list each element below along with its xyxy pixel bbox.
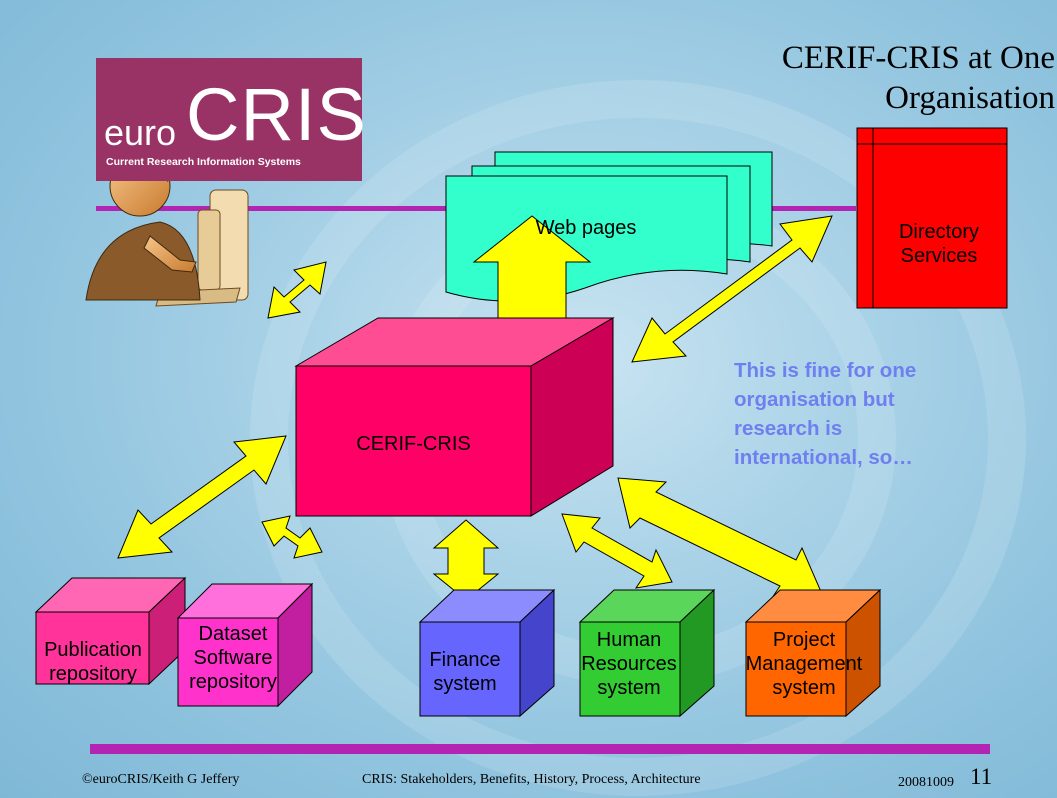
project-system-label: Project Management system xyxy=(724,628,884,700)
footer-subject: CRIS: Stakeholders, Benefits, History, P… xyxy=(362,772,701,787)
project-label-line-1: Project xyxy=(772,629,836,651)
title-line-1: CERIF-CRIS at One xyxy=(781,40,1055,76)
publication-repository-label: Publication repository xyxy=(18,638,168,686)
arrow-user xyxy=(267,261,327,319)
hr-system-label: Human Resources system xyxy=(564,628,694,700)
hr-system-node xyxy=(578,588,716,718)
footer-copyright: ©euroCRIS/Keith G Jeffery xyxy=(82,772,240,787)
directory-label-line-1: Directory xyxy=(898,221,979,243)
cerif-cris-label: CERIF-CRIS xyxy=(356,433,471,455)
arrow-publication xyxy=(117,435,287,559)
dataset-repository-node xyxy=(176,582,314,708)
logo-text-euro: euro xyxy=(104,112,177,153)
finance-label-line-2: system xyxy=(433,673,497,695)
arrow-dataset xyxy=(261,515,323,559)
publication-label-line-1: Publication xyxy=(44,639,142,661)
eurocris-logo: euro CRIS Current Research Information S… xyxy=(96,58,366,181)
publication-repository-node xyxy=(34,576,187,686)
project-system-node xyxy=(744,588,882,718)
slide-title: CERIF-CRIS at One Organisation xyxy=(782,38,1055,118)
finance-system-label: Finance system xyxy=(410,648,520,696)
note-line-4: international, so… xyxy=(734,446,913,469)
note-line-1: This is fine for one xyxy=(734,359,917,382)
finance-label-line-1: Finance xyxy=(429,649,501,671)
dataset-label-line-2: Software xyxy=(193,647,273,669)
directory-services-label: Directory Services xyxy=(874,220,1004,268)
arrow-directory xyxy=(631,215,833,363)
footer-rule xyxy=(90,744,990,754)
hr-label-line-3: system xyxy=(597,677,661,699)
directory-label-line-2: Services xyxy=(900,245,978,267)
dataset-label-line-1: Dataset xyxy=(198,623,268,645)
publication-label-line-2: repository xyxy=(49,663,137,685)
logo-text-cris: CRIS xyxy=(186,73,367,156)
note-line-2: organisation but xyxy=(734,388,895,411)
dataset-label-line-3: repository xyxy=(189,671,277,693)
note-text: This is fine for one organisation but re… xyxy=(734,356,1014,472)
note-line-3: research is xyxy=(734,417,843,440)
person-computer-illustration xyxy=(85,149,249,307)
finance-system-node xyxy=(418,588,556,718)
title-line-2: Organisation xyxy=(885,80,1055,116)
web-pages-label: Web pages xyxy=(535,217,637,239)
hr-label-line-2: Resources xyxy=(581,653,677,675)
cerif-cris-node xyxy=(294,317,615,517)
logo-tagline: Current Research Information Systems xyxy=(106,156,301,168)
arrow-finance xyxy=(432,519,500,601)
footer-date: 20081009 xyxy=(898,775,954,790)
directory-services-node xyxy=(856,127,1008,309)
page-number: 11 xyxy=(970,764,993,789)
dataset-repository-label: Dataset Software repository xyxy=(170,622,296,694)
arrow-hr xyxy=(561,513,673,589)
hr-label-line-1: Human xyxy=(596,629,662,651)
project-label-line-2: Management xyxy=(745,653,863,675)
project-label-line-3: system xyxy=(772,677,836,699)
